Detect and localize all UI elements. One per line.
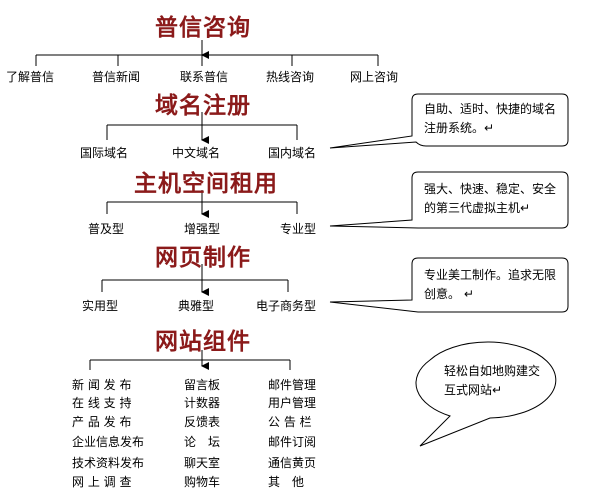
item-contact[interactable]: 联系普信 [180, 70, 229, 84]
component-item[interactable]: 产 品 发 布 [72, 415, 132, 429]
component-item[interactable]: 论 坛 [184, 435, 221, 449]
item-domestic-domain[interactable]: 国内域名 [268, 146, 317, 160]
callout-bubble [329, 93, 569, 149]
item-cn-domain[interactable]: 中文域名 [172, 146, 221, 160]
component-item[interactable]: 在 线 支 持 [72, 396, 132, 410]
section-title-consult: 普信咨询 [155, 15, 251, 41]
item-ecommerce[interactable]: 电子商务型 [256, 299, 317, 313]
component-item[interactable]: 网 上 调 查 [72, 475, 132, 489]
section-title-hosting: 主机空间租用 [134, 171, 278, 197]
component-item[interactable]: 计数器 [184, 396, 221, 410]
component-item[interactable]: 新 闻 发 布 [72, 378, 132, 392]
section-title-components: 网站组件 [155, 329, 251, 355]
component-item[interactable]: 技术资料发布 [72, 456, 145, 470]
component-item[interactable]: 反馈表 [184, 415, 221, 429]
item-elegant[interactable]: 典雅型 [178, 299, 215, 313]
item-online-consult[interactable]: 网上咨询 [350, 70, 399, 84]
component-item[interactable]: 企业信息发布 [72, 435, 145, 449]
item-practical[interactable]: 实用型 [82, 299, 119, 313]
item-basic[interactable]: 普及型 [88, 222, 125, 236]
item-hotline[interactable]: 热线咨询 [266, 70, 315, 84]
callout-bubble [329, 171, 569, 229]
section-title-webdesign: 网页制作 [155, 245, 251, 271]
component-item[interactable]: 邮件管理 [268, 378, 317, 392]
callout-hosting-text: 强大、快速、稳定、安全的第三代虚拟主机↵ [424, 182, 557, 215]
item-news[interactable]: 普信新闻 [92, 70, 141, 84]
item-enhanced[interactable]: 增强型 [184, 222, 221, 236]
component-item[interactable]: 购物车 [184, 475, 221, 489]
component-item[interactable]: 聊天室 [184, 456, 221, 470]
item-intl-domain[interactable]: 国际域名 [80, 146, 129, 160]
callout-domain-text: 自助、适时、快捷的域名注册系统。↵ [424, 102, 557, 135]
item-about[interactable]: 了解普信 [6, 70, 55, 84]
section-title-domain: 域名注册 [155, 93, 251, 119]
component-item[interactable]: 通信黄页 [268, 456, 317, 470]
component-item[interactable]: 留言板 [184, 378, 221, 392]
component-item[interactable]: 其 他 [268, 475, 305, 489]
callout-bubble [415, 341, 557, 447]
component-item[interactable]: 公 告 栏 [268, 415, 312, 429]
callout-webdesign-text: 专业美工制作。追求无限创意。 ↵ [424, 268, 557, 301]
callout-components-text: 轻松自如地购建交互式网站↵ [444, 364, 541, 397]
component-item[interactable]: 用户管理 [268, 396, 317, 410]
callout-bubble [329, 257, 569, 313]
item-professional[interactable]: 专业型 [280, 222, 317, 236]
component-item[interactable]: 邮件订阅 [268, 435, 317, 449]
